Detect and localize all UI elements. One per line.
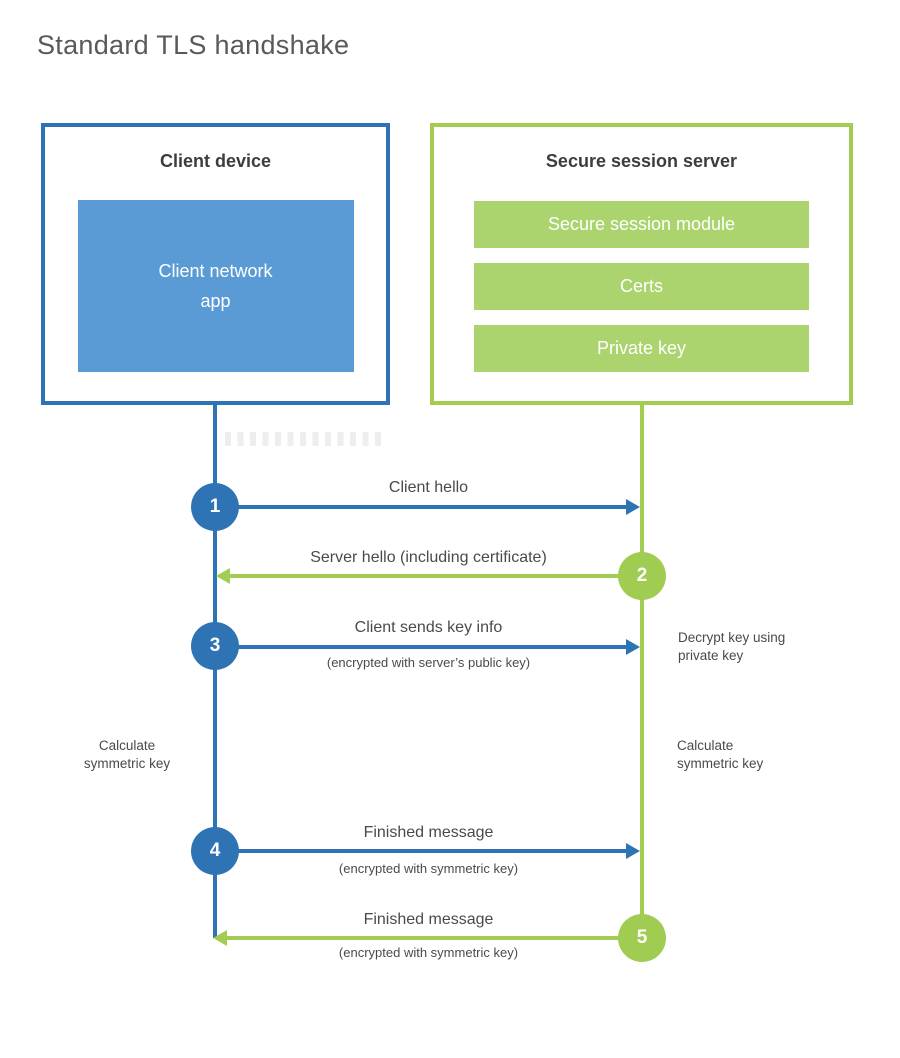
client-device-box: Client device Client network app: [41, 123, 390, 405]
server-box-title: Secure session server: [545, 151, 738, 171]
note-calculate-symmetric-key-client: Calculate symmetric key: [83, 738, 171, 771]
step-circle-3: 3: [191, 622, 239, 670]
arrow-head-right-icon: [626, 843, 640, 859]
step-number-2: 2: [636, 565, 648, 586]
step-circle-1: 1: [191, 483, 239, 531]
message-label-step1: Client hello: [388, 479, 469, 496]
arrow-head-left-icon: [216, 568, 230, 584]
arrow-line-step1: [215, 504, 626, 510]
step-number-5: 5: [636, 927, 648, 948]
message-label-step5: Finished message: [363, 911, 494, 928]
module-bar-certs: Certs: [474, 263, 809, 310]
message-label-step4: Finished message: [363, 824, 494, 841]
arrow-line-step2: [230, 573, 642, 579]
arrow-line-step3: [216, 644, 626, 650]
client-network-app-label: Client network app: [158, 261, 273, 311]
page-title: Standard TLS handshake: [37, 30, 350, 60]
arrow-head-right-icon: [626, 639, 640, 655]
step-circle-5: 5: [618, 914, 666, 962]
message-label-step3: Client sends key info: [354, 619, 503, 636]
arrow-line-step5: [227, 935, 642, 941]
message-sublabel-step3: (encrypted with server’s public key): [326, 655, 531, 670]
server-box: Secure session server Secure session mod…: [430, 123, 853, 405]
ghost-dashes-artifact: [225, 432, 387, 446]
message-sublabel-step4: (encrypted with symmetric key): [338, 861, 519, 876]
server-lifeline: [639, 405, 645, 938]
step-circle-2: 2: [618, 552, 666, 600]
step-circle-4: 4: [191, 827, 239, 875]
note-decrypt-key: Decrypt key using private key: [678, 630, 786, 663]
note-calculate-symmetric-key-server: Calculate symmetric key: [677, 738, 764, 771]
message-label-step2: Server hello (including certificate): [310, 549, 547, 566]
module-bar-private-key: Private key: [474, 325, 809, 372]
arrow-head-left-icon: [213, 930, 227, 946]
arrow-line-step4: [216, 848, 626, 854]
step-number-1: 1: [209, 496, 221, 517]
client-network-app-rect: Client network app: [77, 200, 354, 372]
arrow-head-right-icon: [626, 499, 640, 515]
module-bar-secure-session-module: Secure session module: [474, 201, 809, 248]
message-sublabel-step5: (encrypted with symmetric key): [338, 945, 519, 960]
client-lifeline: [212, 405, 218, 938]
step-number-3: 3: [209, 635, 221, 656]
step-number-4: 4: [209, 840, 221, 861]
client-box-title: Client device: [159, 151, 272, 171]
